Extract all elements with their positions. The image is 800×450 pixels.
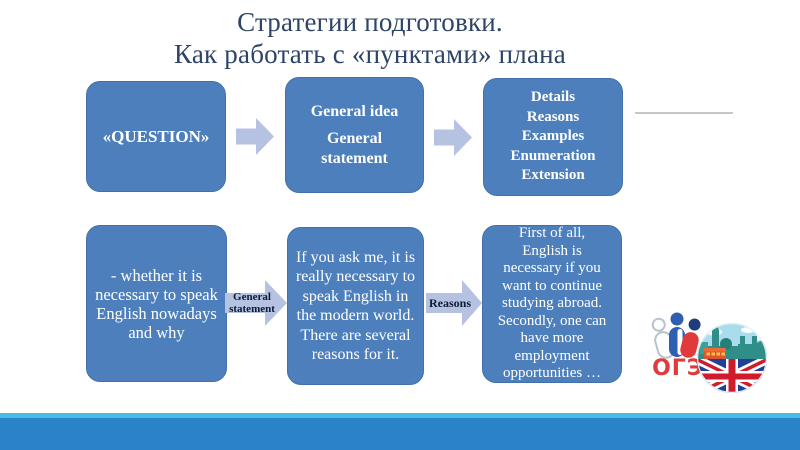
reasons-line: have more: [520, 330, 584, 347]
arrow-label-general-statement: General statement: [229, 291, 275, 315]
footer-accent-stripe: [0, 413, 800, 418]
flow-box-question: «QUESTION»: [86, 81, 226, 192]
task-line: English nowadays: [96, 303, 217, 323]
right-arrow-icon: [434, 119, 472, 156]
reasons-line: opportunities …: [503, 365, 601, 382]
flow-box-question-label: «QUESTION»: [102, 126, 210, 146]
right-arrow-icon: [426, 280, 482, 326]
details-line: Examples: [521, 128, 585, 145]
example-line: If you ask me, it is: [295, 248, 416, 266]
flow-box-general-idea: General idea General statement: [285, 77, 424, 193]
arrow-label-reasons: Reasons: [428, 296, 471, 310]
oge-people-icon: [651, 312, 701, 359]
details-line: Details: [530, 89, 576, 106]
flow-box-reasons-example: First of all, English is necessary if yo…: [482, 225, 622, 383]
details-line: Extension: [521, 167, 585, 184]
slide-title-line2: Как работать с «пунктами» плана: [174, 39, 566, 69]
divider-line: [635, 112, 733, 114]
london-union-jack-icon: [697, 323, 767, 393]
task-line: and why: [128, 322, 185, 342]
example-line: There are several: [300, 326, 411, 344]
general-idea-text: General idea: [310, 102, 399, 120]
footer-bar: [0, 418, 800, 450]
reasons-line: employment: [514, 347, 590, 364]
example-line: the modern world.: [296, 307, 415, 324]
flow-box-task: - whether it is necessary to speak Engli…: [86, 225, 227, 382]
details-line: Reasons: [526, 108, 580, 125]
task-line: - whether it is: [110, 265, 203, 285]
flow-box-general-statement-example: If you ask me, it is really necessary to…: [287, 227, 424, 385]
task-line: necessary to speak: [95, 284, 218, 304]
reasons-line: English is: [522, 242, 582, 259]
general-statement-text: General statement: [321, 129, 388, 167]
reasons-line: Secondly, one can: [497, 312, 607, 329]
reasons-line: studying abroad.: [502, 295, 602, 312]
reasons-line: necessary if you: [503, 260, 601, 277]
example-line: reasons for it.: [311, 346, 400, 363]
right-arrow-icon: [225, 280, 287, 326]
example-line: speak English in: [302, 287, 409, 305]
reasons-line: want to continue: [502, 277, 602, 294]
flow-box-details: Details Reasons Examples Enumeration Ext…: [483, 78, 623, 196]
example-line: really necessary to: [295, 268, 416, 285]
right-arrow-icon: [236, 118, 274, 155]
slide-title-line1: Стратегии подготовки.: [237, 7, 503, 37]
slide-title: Стратегии подготовки. Как работать с «пу…: [20, 6, 720, 70]
oge-logo-text: ОГЭ: [652, 356, 704, 381]
reasons-line: First of all,: [518, 225, 586, 242]
details-line: Enumeration: [510, 147, 596, 164]
